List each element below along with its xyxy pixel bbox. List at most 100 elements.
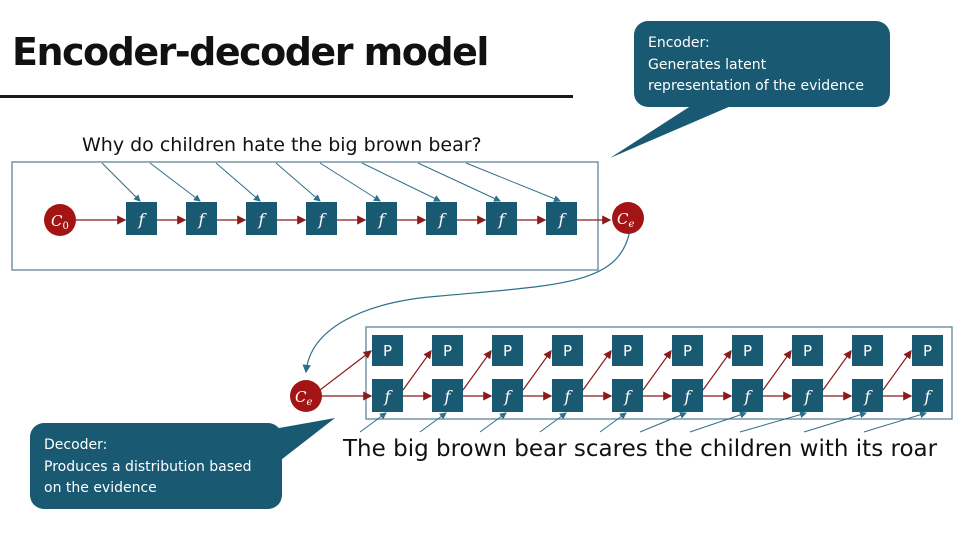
output-label: P — [623, 342, 632, 360]
cell-label: f — [198, 210, 208, 229]
word-input-arrow — [803, 411, 867, 433]
encoder-final-state: Ce — [612, 202, 644, 234]
encoder-cell — [426, 202, 457, 235]
decoder-cell — [792, 379, 823, 412]
encoder-callout-tail — [610, 100, 745, 158]
output-arrow — [702, 350, 732, 391]
cell-label: f — [498, 210, 508, 229]
output-label: P — [503, 342, 512, 360]
cell-label: f — [624, 387, 634, 406]
output-distribution-cell — [792, 335, 823, 366]
output-label: P — [443, 342, 452, 360]
state-symbol: C — [51, 212, 63, 230]
decoder-cell — [732, 379, 763, 412]
decoder-callout-line: Produces a distribution based — [44, 458, 252, 475]
cell-label: f — [138, 210, 148, 229]
decoder-frame — [365, 326, 953, 420]
encoder-callout-line: Generates latent — [648, 56, 767, 73]
output-arrow — [582, 350, 612, 391]
encoder-callout: Encoder: Generates latent representation… — [634, 21, 890, 107]
decoder-cell — [492, 379, 523, 412]
output-label: P — [923, 342, 932, 360]
word-input-arrow — [361, 162, 441, 202]
output-distribution-cell — [372, 335, 403, 366]
word-input-arrow — [275, 162, 321, 202]
output-distribution-cell — [612, 335, 643, 366]
output-label: P — [803, 342, 812, 360]
encoder-callout-heading: Encoder: — [648, 35, 710, 51]
encoder-input-sentence: Why do children hate the big brown bear? — [82, 134, 482, 156]
decoder-cell — [672, 379, 703, 412]
decoder-callout-heading: Decoder: — [44, 437, 108, 453]
output-label: P — [563, 342, 572, 360]
cell-label: f — [684, 387, 694, 406]
cell-label: f — [438, 210, 448, 229]
cell-label: f — [378, 210, 388, 229]
output-distribution-cell — [852, 335, 883, 366]
encoder-cell — [366, 202, 397, 235]
output-distribution-cell — [432, 335, 463, 366]
decoder-input-state: Ce — [290, 380, 322, 412]
cell-label: f — [564, 387, 574, 406]
context-transfer-arrow — [302, 229, 631, 374]
word-input-arrow — [319, 162, 381, 202]
output-distribution-cell — [492, 335, 523, 366]
cell-label: f — [558, 210, 568, 229]
word-input-arrow — [101, 162, 141, 202]
word-input-arrow — [599, 412, 627, 433]
encoder-cell — [486, 202, 517, 235]
decoder-callout-tail — [268, 418, 335, 470]
output-arrow — [882, 350, 912, 391]
decoder-cell — [432, 379, 463, 412]
output-label: P — [683, 342, 692, 360]
cell-label: f — [924, 387, 934, 406]
cell-label: f — [444, 387, 454, 406]
output-arrow — [319, 350, 372, 391]
decoder-cell — [552, 379, 583, 412]
output-distribution-cell — [672, 335, 703, 366]
word-input-arrow — [739, 411, 807, 433]
word-input-arrow — [479, 412, 507, 433]
encoder-initial-state: C0 — [44, 204, 76, 236]
word-input-arrow — [419, 412, 447, 433]
word-input-arrow — [539, 412, 567, 433]
slide-title: Encoder-decoder model — [12, 30, 489, 74]
word-input-arrow — [639, 412, 687, 433]
encoder-callout-line: representation of the evidence — [648, 78, 864, 94]
output-label: P — [383, 342, 392, 360]
output-distribution-cell — [552, 335, 583, 366]
cell-label: f — [864, 387, 874, 406]
state-subscript: e — [628, 219, 634, 230]
encoder-cell — [126, 202, 157, 235]
output-arrow — [522, 350, 552, 391]
decoder-output-sentence: The big brown bear scares the children w… — [343, 436, 938, 462]
state-symbol: C — [295, 388, 307, 406]
cell-label: f — [744, 387, 754, 406]
word-input-arrow — [359, 412, 387, 433]
output-arrow — [462, 350, 492, 391]
output-arrow — [762, 350, 792, 391]
decoder-cell — [852, 379, 883, 412]
cell-label: f — [258, 210, 268, 229]
state-subscript: 0 — [62, 221, 68, 232]
encoder-cell — [186, 202, 217, 235]
output-arrow — [642, 350, 672, 391]
cell-label: f — [504, 387, 514, 406]
encoder-cell — [306, 202, 337, 235]
decoder-callout: Decoder: Produces a distribution based o… — [30, 423, 282, 509]
decoder-cell — [372, 379, 403, 412]
decoder-cell — [912, 379, 943, 412]
word-input-arrow — [689, 411, 747, 433]
state-subscript: e — [306, 397, 312, 408]
svg-text:Ce: Ce — [295, 388, 312, 408]
output-arrow — [402, 350, 432, 391]
state-symbol: C — [617, 210, 629, 228]
decoder-callout-line: on the evidence — [44, 480, 157, 496]
svg-text:C0: C0 — [51, 212, 69, 232]
output-label: P — [863, 342, 872, 360]
word-input-arrow — [149, 162, 201, 202]
cell-label: f — [384, 387, 394, 406]
word-input-arrow — [465, 162, 561, 202]
word-input-arrow — [215, 162, 261, 202]
encoder-frame — [11, 161, 599, 271]
